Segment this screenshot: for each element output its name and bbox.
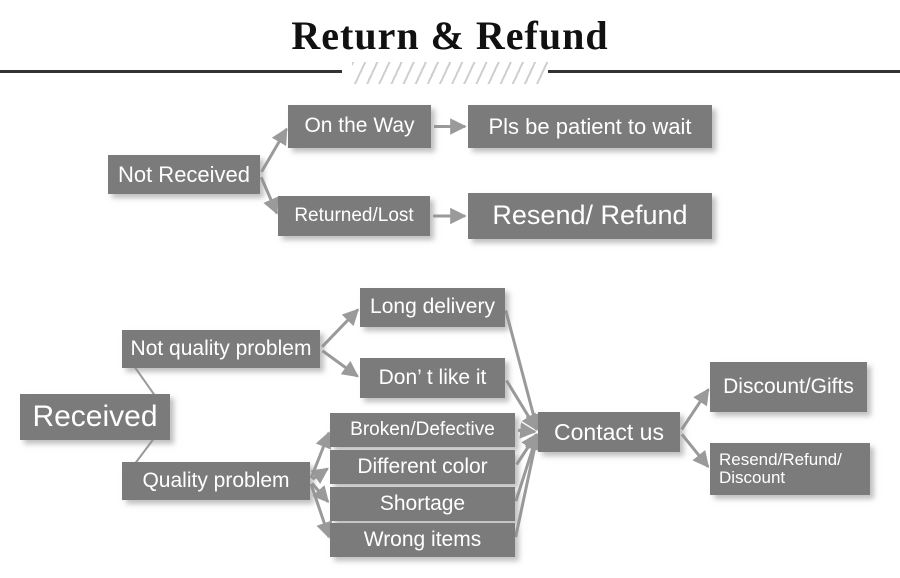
node-long-delivery: Long delivery xyxy=(360,288,505,327)
node-label: Not quality problem xyxy=(130,336,312,360)
node-wrong-items: Wrong items xyxy=(330,523,515,557)
node-contact-us: Contact us xyxy=(538,412,680,452)
node-pls-be-patient: Pls be patient to wait xyxy=(468,105,712,148)
node-label: Contact us xyxy=(554,418,664,445)
node-label: Broken/Defective xyxy=(350,418,495,440)
node-shortage: Shortage xyxy=(330,487,515,521)
node-label: Wrong items xyxy=(363,527,482,551)
node-quality-problem: Quality problem xyxy=(122,462,310,500)
edge-not-received-to-on-the-way xyxy=(260,127,288,173)
edge-not-quality-problem-to-long-delivery xyxy=(321,308,360,348)
node-label: Different color xyxy=(357,454,488,478)
edge-quality-problem-to-wrong-items xyxy=(309,483,333,539)
edge-wrong-items-to-contact-us xyxy=(514,433,543,538)
node-label: Resend/ Refund xyxy=(492,200,688,231)
edge-not-quality-problem-to-dont-like-it xyxy=(321,349,359,378)
node-label: Quality problem xyxy=(142,468,290,492)
node-on-the-way: On the Way xyxy=(288,105,431,148)
edge-contact-us-to-resend-refund-discount xyxy=(680,433,710,468)
node-label: Returned/Lost xyxy=(294,204,414,226)
node-label: On the Way xyxy=(304,114,415,138)
hatched-divider-icon xyxy=(0,62,900,84)
divider-rule-right xyxy=(548,70,900,73)
node-returned-lost: Returned/Lost xyxy=(278,196,430,236)
node-label: Shortage xyxy=(379,491,466,515)
edge-long-delivery-to-contact-us xyxy=(504,310,542,431)
node-label: Received xyxy=(32,399,158,433)
node-dont-like-it: Don’ t like it xyxy=(360,358,505,398)
node-label: Resend/Refund/ Discount xyxy=(719,449,842,487)
edge-not-received-to-returned-lost xyxy=(259,176,279,215)
edge-quality-problem-to-shortage xyxy=(310,482,330,503)
node-not-quality-problem: Not quality problem xyxy=(122,330,320,368)
node-different-color: Different color xyxy=(330,450,515,484)
edge-dont-like-it-to-contact-us xyxy=(505,379,538,431)
node-resend-refund: Resend/ Refund xyxy=(468,193,712,239)
divider-hatch xyxy=(352,62,548,84)
node-label: Don’ t like it xyxy=(378,365,487,389)
node-label: Long delivery xyxy=(370,295,495,319)
page-title: Return & Refund xyxy=(291,13,609,58)
edge-broken-defective-to-contact-us xyxy=(517,422,537,439)
node-resend-refund-discount: Resend/Refund/ Discount xyxy=(710,443,870,495)
edge-contact-us-to-discount-gifts xyxy=(680,388,710,431)
node-received: Received xyxy=(20,394,170,440)
divider-rule-left xyxy=(0,70,342,73)
node-label: Pls be patient to wait xyxy=(488,113,692,139)
node-not-received: Not Received xyxy=(108,155,260,194)
node-discount-gifts: Discount/Gifts xyxy=(710,362,867,412)
node-label: Not Received xyxy=(117,161,251,187)
node-label: Discount/Gifts xyxy=(723,374,854,398)
node-broken-defective: Broken/Defective xyxy=(330,413,515,447)
edge-quality-problem-to-different-color xyxy=(310,467,329,484)
